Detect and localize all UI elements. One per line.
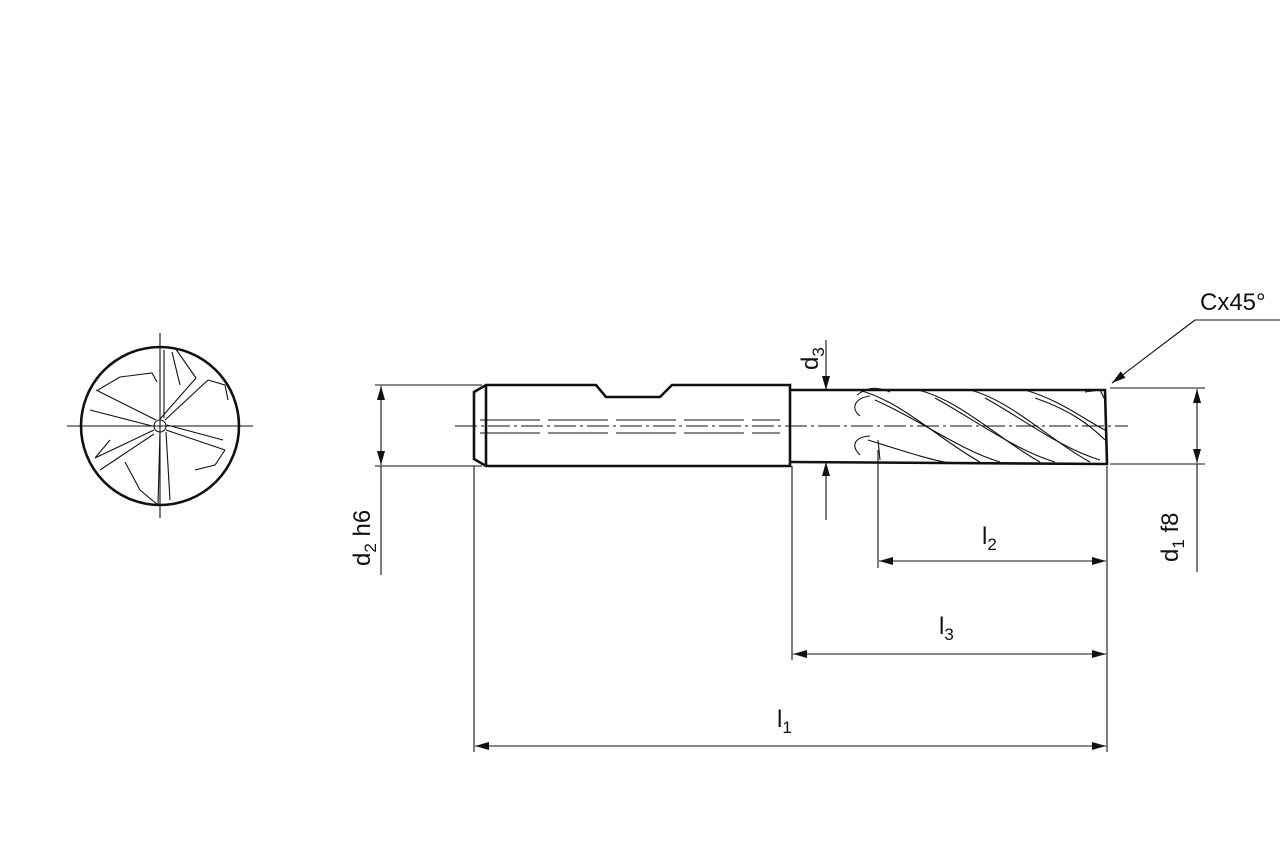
svg-text:l1: l1 [777, 706, 792, 737]
d3-subscript: 3 [809, 347, 828, 356]
svg-text:d1 f8: d1 f8 [1157, 512, 1188, 562]
chamfer-label: Cx45° [1200, 289, 1266, 316]
l1-label: l [777, 706, 782, 733]
dimension-l2: l2 [879, 523, 1106, 565]
l2-subscript: 2 [987, 535, 996, 554]
l2-label: l [982, 523, 987, 550]
d1-label: d [1157, 549, 1184, 562]
chamfer-callout: Cx45° [1111, 289, 1280, 384]
l3-subscript: 3 [944, 625, 953, 644]
d2-label: d [349, 553, 376, 566]
d2-subscript: 2 [361, 543, 380, 552]
dimension-d1: d1 f8 [1110, 387, 1205, 572]
d2-tolerance: h6 [349, 510, 376, 543]
svg-text:l2: l2 [982, 523, 997, 554]
cutting-part [789, 387, 1109, 466]
svg-text:d3: d3 [797, 347, 828, 370]
d1-tolerance: f8 [1157, 512, 1184, 539]
dimension-d2: d2 h6 [349, 384, 482, 575]
dimension-l3: l3 [793, 613, 1106, 658]
svg-text:d2 h6: d2 h6 [349, 510, 380, 566]
svg-text:l3: l3 [939, 613, 954, 644]
l1-subscript: 1 [782, 718, 791, 737]
d3-label: d [797, 357, 824, 370]
dimension-l1: l1 [475, 706, 1106, 750]
d1-subscript: 1 [1169, 539, 1188, 548]
l3-label: l [939, 613, 944, 640]
end-view [67, 333, 253, 518]
shank [472, 383, 792, 468]
dimension-d3: d3 [797, 340, 830, 520]
